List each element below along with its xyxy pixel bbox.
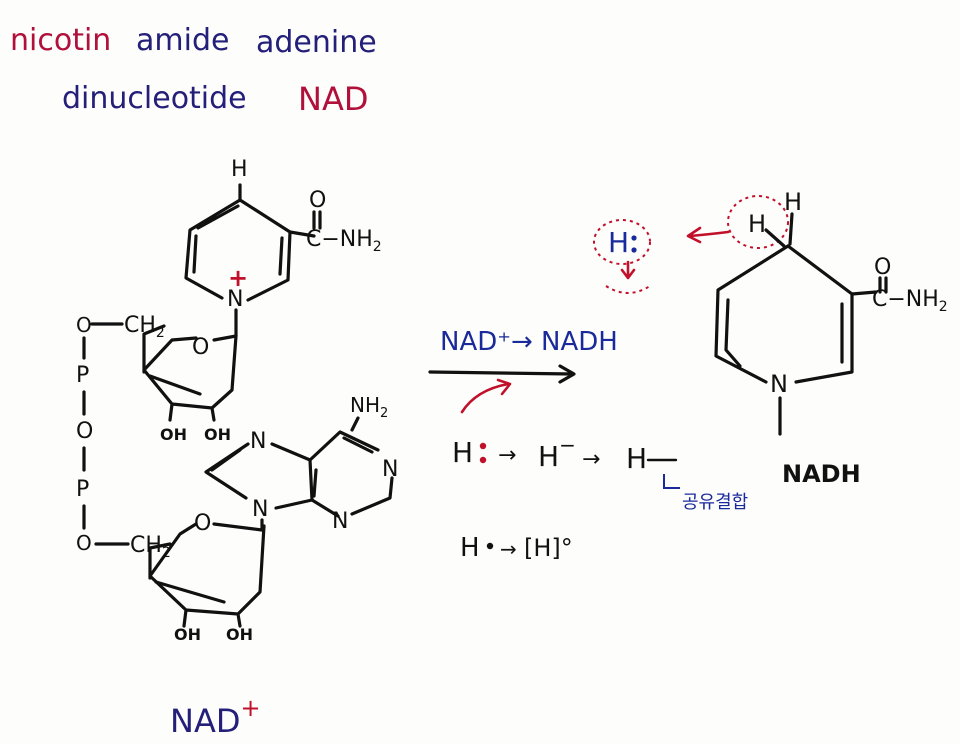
pyridinium-charge: + <box>228 264 248 292</box>
nadh-amide-nh2: C−NH2 <box>872 287 948 315</box>
hydride-rhs: H <box>626 442 647 475</box>
amide-bond <box>288 230 316 238</box>
hydride-arrow-1: → <box>498 443 516 468</box>
title-adenine: adenine <box>256 25 377 60</box>
hydride-electron-1 <box>479 442 487 450</box>
radical-electron <box>486 542 494 550</box>
nadh-amide-O: O <box>874 255 891 280</box>
ribose-1-O: O <box>192 335 209 360</box>
nadh-ring <box>714 244 854 384</box>
reaction-label: NAD⁺→ NADH <box>440 327 618 357</box>
nicotinamide-h: H <box>231 157 248 182</box>
nadh-circled-h: H <box>748 210 766 238</box>
ribose-1-oh-a: OH <box>160 425 187 444</box>
ribose-2 <box>148 522 266 628</box>
ribose-2-oh-b: OH <box>226 625 253 644</box>
amide-O: O <box>309 188 326 213</box>
title-amide: amide <box>136 23 229 58</box>
adenine-amine-bond <box>350 416 360 432</box>
nadh-label: NADH <box>782 460 861 488</box>
phosphate-P1: P <box>76 363 89 388</box>
adenine-N7: N <box>250 429 266 454</box>
hydride-pair-2 <box>631 247 637 253</box>
radical-rhs: [H]° <box>524 534 573 562</box>
adenine-N3: N <box>332 509 348 534</box>
hydride-h-circled: H <box>608 226 629 259</box>
radical-lhs: H <box>460 533 480 563</box>
nadh-top-h: H <box>784 188 802 216</box>
adenine-pyrimidine <box>308 430 394 518</box>
hydride-h: H− <box>538 433 576 473</box>
pyridinium-N: N <box>227 287 243 312</box>
title-dinucleotide: dinucleotide <box>62 81 247 116</box>
ribose-1-oh-b: OH <box>204 425 231 444</box>
nadh-structure: H H H N O C−NH2 NADH <box>593 188 948 488</box>
title-block: nicotin amide adenine dinucleotide NAD <box>10 23 377 118</box>
title-nicotin: nicotin <box>10 23 111 58</box>
nicotinamide-ring <box>184 183 292 302</box>
covalent-note: 공유결합 <box>682 492 748 513</box>
title-abbreviation: NAD <box>298 80 368 118</box>
hydride-transfer-arrow <box>686 226 730 244</box>
ribose-1 <box>142 324 238 422</box>
hydride-down-arrow <box>620 260 636 280</box>
ch2-top: CH2 <box>124 313 165 341</box>
adenine-N1: N <box>382 457 398 482</box>
hydride-pair-1 <box>631 235 637 241</box>
nadh-h-dotted-circle <box>727 195 789 249</box>
phosphate-P2: P <box>76 477 89 502</box>
ribose-2-O: O <box>194 511 211 536</box>
ribose-2-bold <box>154 580 226 604</box>
hydride-lhs: H <box>452 436 473 469</box>
reaction-notes: NAD⁺→ NADH H → H− → H 공유결합 H → [H]° <box>428 327 748 563</box>
adenine-imidazole <box>204 442 314 510</box>
phosphate-O-bottom: O <box>76 531 92 555</box>
amide-carbonyl <box>312 210 322 230</box>
phosphate-O-mid: O <box>76 419 93 444</box>
amide-nh2: C−NH2 <box>306 227 382 255</box>
radical-arrow: → <box>500 537 517 561</box>
hydride-electron-2 <box>479 456 487 464</box>
nadh-ring-N: N <box>770 370 788 398</box>
adenine-nh2: NH2 <box>350 393 388 421</box>
reaction-arrow <box>428 364 576 384</box>
adenine-N9: N <box>252 497 268 522</box>
hydride-arrow-2: → <box>582 447 600 472</box>
nadh-amide-bond <box>850 290 878 296</box>
ribose-2-oh-a: OH <box>174 625 201 644</box>
hydride-dotted-circle <box>593 219 651 265</box>
ribose-1-bold <box>148 374 202 396</box>
covalent-note-pointer <box>663 474 680 489</box>
reaction-curved-arrow <box>460 378 512 414</box>
nadh-amide-carbonyl <box>878 276 888 294</box>
hydride-dotted-arc <box>605 285 651 294</box>
nad-plus-structure: H O C−NH2 N + O OH OH O CH2 P O P O CH2 … <box>76 157 398 740</box>
phosphate-O-top: O <box>76 313 92 337</box>
nadh-ch2-bonds <box>764 212 794 248</box>
nad-plus-label: NAD+ <box>170 694 261 740</box>
